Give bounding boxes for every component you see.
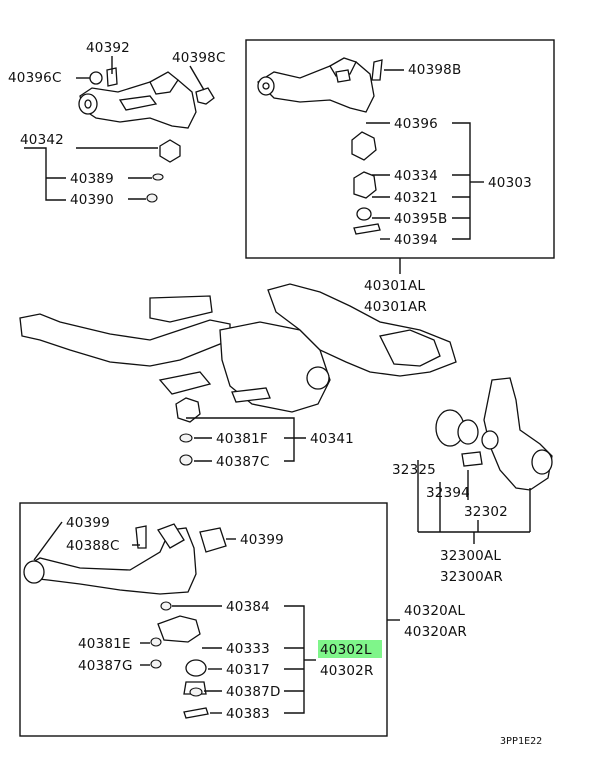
highlight-40302L (318, 640, 382, 658)
part-32394[interactable]: 32394 (426, 485, 470, 501)
part-40384[interactable]: 40384 (226, 599, 270, 615)
upper-arm-illustration-box (256, 57, 383, 235)
part-40399-left[interactable]: 40399 (66, 515, 110, 531)
labels-upper-assy: 40398B 40396 40334 40321 40395B 40394 40… (364, 62, 532, 315)
labels-knuckle: 32325 32394 32302 32300AL 32300AR (392, 460, 531, 585)
part-40396[interactable]: 40396 (394, 116, 438, 132)
frame-illustration (19, 283, 457, 423)
part-40320AR[interactable]: 40320AR (404, 624, 467, 640)
part-40381F[interactable]: 40381F (216, 431, 268, 447)
part-32302[interactable]: 32302 (464, 504, 508, 520)
part-40301AR[interactable]: 40301AR (364, 299, 427, 315)
lower-arm-illustration (23, 523, 227, 719)
labels-top-left: 40392 40396C 40398C 40342 40389 40390 (8, 40, 226, 208)
part-40387C[interactable]: 40387C (216, 454, 270, 470)
part-40303[interactable]: 40303 (488, 175, 532, 191)
part-40320AL[interactable]: 40320AL (404, 603, 465, 619)
upper-arm-illustration-left (78, 67, 215, 203)
part-40383[interactable]: 40383 (226, 706, 270, 722)
part-32300AL[interactable]: 32300AL (440, 548, 501, 564)
part-40381E[interactable]: 40381E (78, 636, 131, 652)
part-40398B[interactable]: 40398B (408, 62, 461, 78)
diagram-code: 3PP1E22 (500, 736, 542, 747)
labels-lower-assy: 40399 40388C 40399 40384 40381E 40333 40… (33, 515, 467, 722)
part-40341[interactable]: 40341 (310, 431, 354, 447)
part-40392[interactable]: 40392 (86, 40, 130, 56)
part-40387D[interactable]: 40387D (226, 684, 281, 700)
part-40398C[interactable]: 40398C (172, 50, 226, 66)
part-40399-right[interactable]: 40399 (240, 532, 284, 548)
part-40395B[interactable]: 40395B (394, 211, 447, 227)
part-40333[interactable]: 40333 (226, 641, 270, 657)
part-40389[interactable]: 40389 (70, 171, 114, 187)
part-40321[interactable]: 40321 (394, 190, 438, 206)
part-40334[interactable]: 40334 (394, 168, 438, 184)
part-40394[interactable]: 40394 (394, 232, 438, 248)
knuckle-illustration (435, 377, 553, 491)
part-40317[interactable]: 40317 (226, 662, 270, 678)
part-40387G[interactable]: 40387G (78, 658, 133, 674)
part-40301AL[interactable]: 40301AL (364, 278, 425, 294)
labels-frame: 40381F 40387C 40341 (179, 417, 354, 470)
part-40396C[interactable]: 40396C (8, 70, 62, 86)
part-40388C[interactable]: 40388C (66, 538, 120, 554)
part-40302L[interactable]: 40302L (320, 642, 372, 658)
part-40390[interactable]: 40390 (70, 192, 114, 208)
part-32325[interactable]: 32325 (392, 462, 436, 478)
part-40342[interactable]: 40342 (20, 132, 64, 148)
part-32300AR[interactable]: 32300AR (440, 569, 503, 585)
part-40302R[interactable]: 40302R (320, 663, 374, 679)
